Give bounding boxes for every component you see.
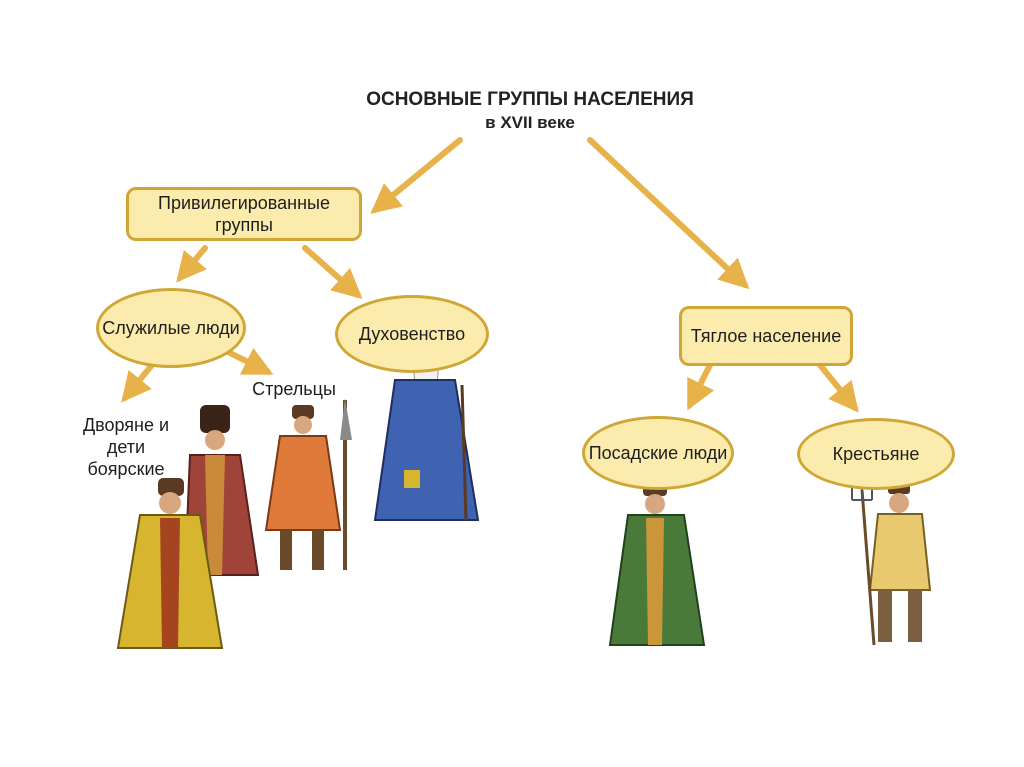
arrow-privileged-to-clergy (302, 245, 363, 299)
node-townspeople: Посадские люди (582, 416, 734, 490)
arrow-service-to-nobles (121, 362, 155, 403)
peasant-figure (851, 480, 932, 646)
title-line1: ОСНОВНЫЕ ГРУППЫ НАСЕЛЕНИЯ (366, 89, 694, 110)
arrow-tax-to-peasants (817, 362, 859, 413)
arrow-privileged-to-service (176, 245, 208, 283)
node-privileged: Привилегированные группы (126, 187, 362, 241)
label-nobles: Дворяне и дети боярские (82, 415, 170, 479)
title-line2: в XVII веке (485, 113, 575, 132)
townsman-figure (608, 480, 706, 646)
arrow-service-to-streltsy (225, 347, 274, 375)
label-streltsy: Стрельцы (252, 379, 336, 399)
node-clergy: Духовенство (335, 295, 489, 373)
diagram-title: ОСНОВНЫЕ ГРУППЫ НАСЕЛЕНИЯ в XVII веке (300, 88, 760, 134)
arrow-tax-to-townspeople (687, 362, 715, 411)
node-peasants: Крестьяне (797, 418, 955, 490)
node-tax-population: Тяглое население (679, 306, 853, 366)
boyar-figure-yellow (116, 478, 224, 649)
clergy-figure (373, 347, 480, 521)
arrow-title-to-tax (587, 137, 750, 290)
node-service-people: Служилые люди (96, 288, 246, 368)
arrow-title-to-privileged (370, 137, 463, 214)
strelets-figure (264, 398, 352, 570)
